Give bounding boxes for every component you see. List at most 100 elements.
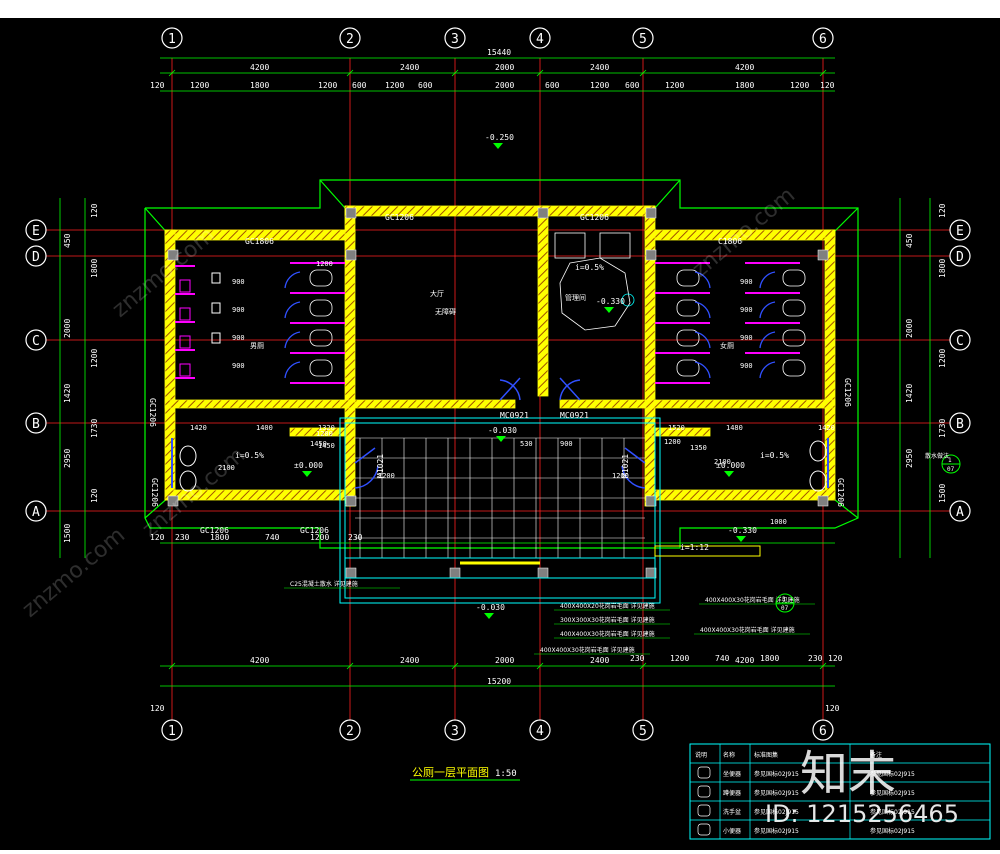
watermark-site: znzmo.com xyxy=(18,523,130,623)
inner-dim: 1200 xyxy=(316,260,333,268)
inner-dim: 1450 xyxy=(318,442,335,450)
window-label: GC1206 xyxy=(150,478,159,507)
toilet-stalls xyxy=(175,262,806,384)
dim-top-row2: 120 xyxy=(150,81,165,90)
dim-right: 1730 xyxy=(938,419,947,438)
legend-border xyxy=(689,743,991,840)
legend-code: 蹲便器 xyxy=(723,789,741,797)
urinal xyxy=(179,279,191,293)
inner-dim: 1200 xyxy=(378,472,395,480)
legend-ref: 参见国标02J915 xyxy=(870,770,915,778)
legend-std: 参见国标02J915 xyxy=(754,827,799,835)
stall-door xyxy=(694,361,711,379)
window-label: GC1206 xyxy=(843,378,852,407)
dim-left: 2000 xyxy=(63,319,72,338)
dim-top-row2: 600 xyxy=(418,81,433,90)
column-7 xyxy=(817,495,829,507)
material-note: 300X300X30花岗岩毛面 详见建施 xyxy=(560,616,655,624)
legend-std: 参见国标02J915 xyxy=(754,770,799,778)
squat-toilet xyxy=(676,329,700,347)
inner-dim: 2100 xyxy=(714,458,731,466)
inner-dim: 1480 xyxy=(726,424,743,432)
urinal xyxy=(179,307,191,321)
axis-top-2-circle xyxy=(339,27,361,49)
dim-top-row1: 4200 xyxy=(735,63,754,72)
walls xyxy=(164,205,836,507)
axis-left-D-label: D xyxy=(32,250,40,265)
ramp xyxy=(460,545,761,565)
axis-top-6-circle xyxy=(812,27,834,49)
dim-top-row2: 2000 xyxy=(495,81,514,90)
detail-number: 1 xyxy=(948,457,952,464)
inner-dim: 1200 xyxy=(664,438,681,446)
elevation-triangle xyxy=(484,613,494,619)
dim-top-row2: 600 xyxy=(352,81,367,90)
dim-left: 1800 xyxy=(90,259,99,278)
stall-door xyxy=(759,331,776,349)
column-9 xyxy=(645,207,657,219)
wash-basin xyxy=(809,470,827,492)
window-label: GC1206 xyxy=(200,526,229,535)
columns xyxy=(167,207,829,579)
elevation-mark: -0.030 xyxy=(476,603,505,612)
dim-top-row2: 1200 xyxy=(385,81,404,90)
stall-door xyxy=(694,331,711,349)
drawing-title-block: 公厕一层平面图 1:50 xyxy=(410,766,520,781)
wash-basin xyxy=(211,332,221,344)
inner-dim: 1400 xyxy=(256,424,273,432)
dim-tick xyxy=(346,662,354,670)
axis-left-B-circle xyxy=(25,412,47,434)
inner-dim: 1520 xyxy=(668,424,685,432)
dim-left: 1200 xyxy=(90,349,99,368)
axis-bottom-6-circle xyxy=(812,719,834,741)
room-label: 女厕 xyxy=(720,341,734,350)
inner-dim: 900 xyxy=(740,362,753,370)
inner-dim: 1200 xyxy=(612,472,629,480)
drawing-title: 公厕一层平面图 xyxy=(412,766,489,779)
elevation-triangle xyxy=(302,471,312,477)
legend-std: 标准图集 xyxy=(754,751,778,759)
inner-dim: 530 xyxy=(520,440,533,448)
axis-bottom-3-circle xyxy=(444,719,466,741)
squat-toilet xyxy=(782,329,806,347)
axis-right-D-label: D xyxy=(956,250,964,265)
column-8 xyxy=(345,207,357,219)
axis-top-5-circle xyxy=(632,27,654,49)
dim-top-row2: 1200 xyxy=(790,81,809,90)
dim-bottom-row1: 4200 xyxy=(250,656,269,665)
dimension-lines xyxy=(59,57,931,687)
stall-door xyxy=(694,271,711,289)
watermark-site: znzmo.com xyxy=(108,223,220,323)
dim-tick xyxy=(819,662,827,670)
window-label: C1806 xyxy=(718,237,742,246)
dim-tick xyxy=(639,69,647,77)
doors xyxy=(354,377,646,489)
inner-dim: 900 xyxy=(232,278,245,286)
watermark-id: ID: 1215256465 xyxy=(765,800,959,828)
dim-left: 450 xyxy=(63,233,72,248)
dim-bottom-row1: 2400 xyxy=(400,656,419,665)
dim-top-row2: 1200 xyxy=(665,81,684,90)
elevation-mark: -0.250 xyxy=(485,133,514,142)
elevation-mark: -0.330 xyxy=(596,297,625,306)
legend-code: 小便器 xyxy=(723,827,741,835)
inner-dim: 1000 xyxy=(770,518,787,526)
dim-left: 120 xyxy=(90,203,99,218)
dim-right: 1800 xyxy=(938,259,947,278)
dim-tick xyxy=(168,69,176,77)
dim-top-row2: 1200 xyxy=(190,81,209,90)
elevation-mark: -0.030 xyxy=(488,426,517,435)
elevation-triangle xyxy=(736,536,746,542)
axis-bottom-4-circle xyxy=(529,719,551,741)
dim-tick xyxy=(639,662,647,670)
axis-top-4-label: 4 xyxy=(536,32,544,47)
dim-right: 1200 xyxy=(938,349,947,368)
dim-bottom-total: 15200 xyxy=(487,677,511,686)
legend-symbol xyxy=(697,766,711,779)
dim-top-row2: 1200 xyxy=(590,81,609,90)
axis-bottom-1-label: 1 xyxy=(168,724,176,739)
legend-ref: 备注 xyxy=(870,751,882,759)
material-note: 400X400X30花岗岩毛面 详见建施 xyxy=(540,646,635,654)
axis-top-6-label: 6 xyxy=(819,32,827,47)
material-note: 400X400X30花岗岩毛面 详见建施 xyxy=(700,626,795,634)
